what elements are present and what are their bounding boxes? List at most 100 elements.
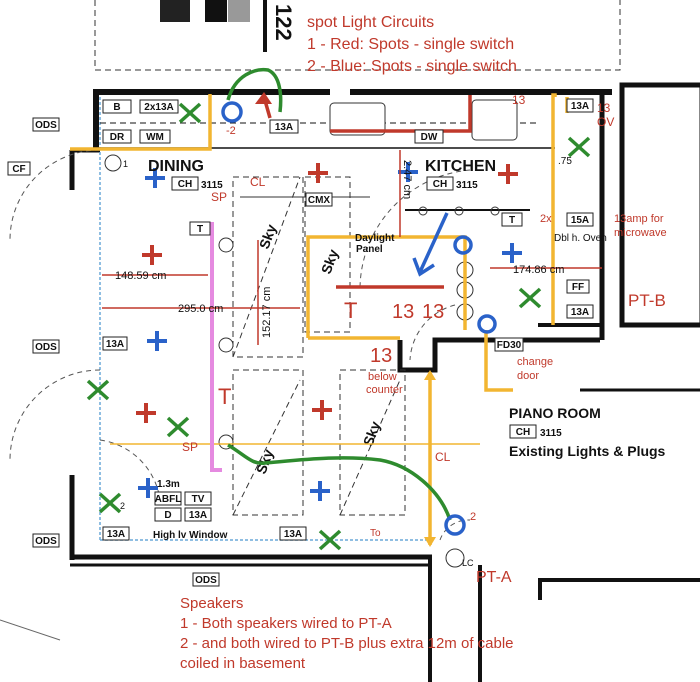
- dimension-label: 152.17 cm: [261, 287, 273, 338]
- dimension-label: 148.59 cm: [115, 270, 166, 282]
- label-box-a13-right-bot: 13A: [566, 304, 594, 319]
- label-box-t-dining: T: [189, 221, 211, 236]
- oven-label: Dbl h. Oven: [554, 233, 607, 244]
- label-box-ods3: ODS: [32, 533, 60, 548]
- speakers-line: 2 - and both wired to PT-B plus extra 12…: [180, 635, 514, 652]
- green-cross-icon: [567, 136, 591, 158]
- dimension-label: 174.86 cm: [513, 264, 564, 276]
- blue-spot-circles: [221, 101, 497, 536]
- dim-label: .75: [558, 156, 572, 167]
- sky-label: Sky: [256, 222, 280, 251]
- label-text: ODS: [35, 120, 57, 131]
- room-code: 3115: [456, 180, 478, 191]
- notes-line: 2 - Blue: Spots - single switch: [307, 58, 517, 75]
- annotation: 13: [512, 93, 526, 107]
- yellow-wiring: [70, 93, 569, 545]
- label-box-ods4: ODS: [192, 572, 220, 587]
- green-cross-icon: [98, 492, 122, 514]
- green-cross-icon: [166, 416, 190, 438]
- annotation: T: [218, 384, 231, 409]
- daylight-label: Daylight: [355, 233, 395, 244]
- label-box-a13-bl: 13A: [102, 526, 130, 541]
- ch-box: CH: [426, 176, 454, 191]
- room-code: 3115: [201, 180, 223, 191]
- skylights: [232, 176, 406, 516]
- annotation: below: [368, 371, 397, 383]
- label-text: FD30: [497, 340, 522, 351]
- plan-number: 122: [271, 4, 296, 41]
- label-text: DR: [110, 132, 125, 143]
- sky-label: Sky: [318, 247, 342, 276]
- green-cross-icon: [518, 287, 542, 309]
- notes-title: spot Light Circuits: [307, 14, 434, 31]
- door-swings: [9, 149, 471, 541]
- circuit-number: -2: [226, 125, 236, 137]
- label-text: ABFL: [155, 494, 182, 505]
- annotation: 2: [470, 511, 476, 523]
- label-box-a13-top: 13A: [269, 119, 299, 134]
- block: [205, 0, 227, 22]
- red-spot-plus-icon: [308, 163, 328, 183]
- red-spot-plus-icon: [498, 164, 518, 184]
- label-box-b: B: [102, 99, 132, 114]
- label-text: 15A: [571, 215, 589, 226]
- label-text: ODS: [195, 575, 217, 586]
- label-text: T: [509, 215, 515, 226]
- switch-number: 2: [120, 501, 125, 511]
- piano-note: Existing Lights & Plugs: [509, 443, 666, 459]
- hob: [471, 99, 518, 141]
- label-box-ff: FF: [566, 279, 590, 294]
- window-label: High lv Window: [153, 530, 228, 541]
- label-text: FF: [572, 282, 584, 293]
- label-text: CF: [12, 164, 25, 175]
- label-text: TV: [192, 494, 205, 505]
- label-box-t-kitchen: T: [501, 212, 523, 227]
- label-text: ODS: [35, 342, 57, 353]
- ch-box: CH: [509, 424, 537, 439]
- annotation: 13: [392, 301, 414, 323]
- label-text: CMX: [308, 195, 331, 206]
- speakers-line: 1 - Both speakers wired to PT-A: [180, 615, 392, 632]
- annotation: 13: [370, 345, 392, 367]
- label-box-a13-right-top: 13A: [566, 98, 594, 113]
- label-box-a15: 15A: [566, 212, 594, 227]
- label-text: 13A: [284, 529, 302, 540]
- label-box-fd30: FD30: [494, 337, 524, 352]
- height-label: 1.3m: [157, 479, 180, 490]
- annotation: counter: [366, 384, 403, 396]
- speakers-line: coiled in basement: [180, 655, 306, 672]
- annotation: CL: [435, 450, 451, 464]
- label-text: D: [164, 510, 171, 521]
- speakers-title: Speakers: [180, 595, 243, 612]
- label-text: B: [113, 102, 120, 113]
- room-name-dining: DINING: [148, 158, 204, 175]
- label-box-ods1: ODS: [32, 117, 60, 132]
- blue-spot-plus-icon: [398, 162, 418, 182]
- spot-fittings: [104, 154, 500, 568]
- label-box-a13-bottom: 13A: [279, 526, 307, 541]
- annotation: change: [517, 356, 553, 368]
- label-text: WM: [146, 132, 164, 143]
- walls: [0, 82, 700, 682]
- ch-label: CH: [433, 179, 447, 190]
- dimension-label: 295.0 cm: [178, 303, 223, 315]
- switch-number: 1: [123, 159, 128, 169]
- label-box-dr: DR: [102, 129, 132, 144]
- lc-label: LC: [462, 558, 474, 568]
- annotation: PT-B: [628, 291, 666, 310]
- annotation: 13: [597, 101, 611, 115]
- green-cross-icon: [86, 379, 110, 401]
- label-box-cf: CF: [7, 161, 31, 176]
- annotation: door: [517, 370, 539, 382]
- block: [228, 0, 250, 22]
- blue-spot-plus-icon: [138, 478, 158, 498]
- annotation: SP: [182, 440, 198, 454]
- label-text: 13A: [571, 307, 589, 318]
- label-text: DW: [421, 132, 438, 143]
- dimension-label: 2.47 cm: [401, 160, 413, 199]
- label-box-wm: WM: [139, 129, 171, 144]
- label-box-cmx: CMX: [305, 192, 333, 207]
- notes-line: 1 - Red: Spots - single switch: [307, 36, 514, 53]
